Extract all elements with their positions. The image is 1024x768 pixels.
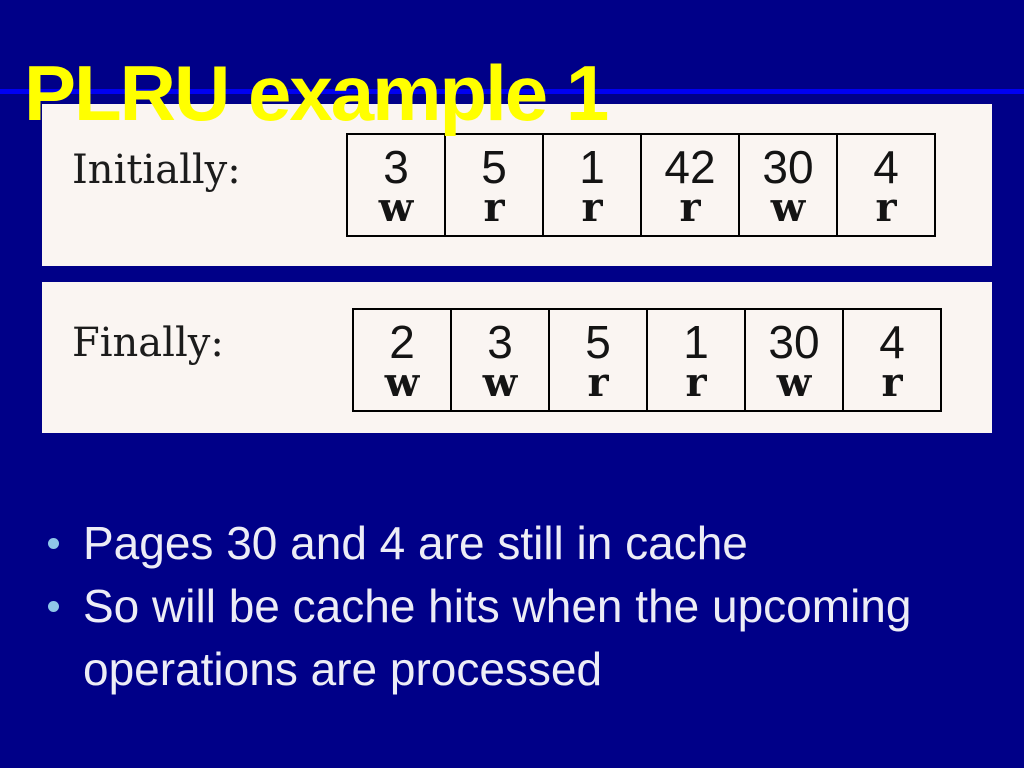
cache-cell: 42 r	[640, 133, 740, 237]
page-number: 3	[383, 141, 409, 193]
final-state-panel: Finally: 2 w 3 w 5 r 1 r 30 w 4 r	[42, 282, 992, 433]
page-number: 5	[481, 141, 507, 193]
cache-cell: 4 r	[842, 308, 942, 412]
bullet-text: So will be cache hits when the upcoming …	[83, 580, 912, 695]
cache-cell: 3 w	[346, 133, 446, 237]
list-item: Pages 30 and 4 are still in cache	[42, 512, 944, 575]
operation-letter: w	[384, 359, 420, 406]
page-number: 42	[664, 141, 716, 193]
page-number: 3	[487, 316, 513, 368]
final-state-label: Finally:	[72, 320, 224, 366]
initial-state-panel: Initially: 3 w 5 r 1 r 42 r 30 w 4 r	[42, 104, 992, 266]
cache-cell: 1 r	[542, 133, 642, 237]
bullet-text: Pages 30 and 4 are still in cache	[83, 517, 748, 569]
bullet-list: Pages 30 and 4 are still in cache So wil…	[42, 512, 944, 701]
cache-cell: 4 r	[836, 133, 936, 237]
operation-letter: r	[875, 184, 897, 231]
cache-cell: 30 w	[738, 133, 838, 237]
cache-cell: 3 w	[450, 308, 550, 412]
page-number: 30	[768, 316, 820, 368]
cache-cell: 2 w	[352, 308, 452, 412]
list-item: So will be cache hits when the upcoming …	[42, 575, 944, 701]
page-number: 2	[389, 316, 415, 368]
page-number: 1	[683, 316, 709, 368]
title-underline-rule	[0, 89, 1024, 94]
cache-cell: 5 r	[548, 308, 648, 412]
bullet-icon	[48, 538, 59, 549]
cache-cell: 30 w	[744, 308, 844, 412]
operation-letter: r	[581, 184, 603, 231]
page-number: 4	[873, 141, 899, 193]
operation-letter: r	[587, 359, 609, 406]
page-number: 4	[879, 316, 905, 368]
initial-cache-table: 3 w 5 r 1 r 42 r 30 w 4 r	[346, 133, 936, 237]
page-number: 1	[579, 141, 605, 193]
operation-letter: r	[679, 184, 701, 231]
page-number: 30	[762, 141, 814, 193]
operation-letter: w	[482, 359, 518, 406]
operation-letter: r	[881, 359, 903, 406]
operation-letter: w	[776, 359, 812, 406]
cache-cell: 1 r	[646, 308, 746, 412]
final-cache-table: 2 w 3 w 5 r 1 r 30 w 4 r	[352, 308, 942, 412]
initial-state-label: Initially:	[72, 147, 241, 193]
operation-letter: r	[483, 184, 505, 231]
page-title: PLRU example 1	[24, 49, 609, 138]
bullet-icon	[48, 601, 59, 612]
operation-letter: w	[770, 184, 806, 231]
page-number: 5	[585, 316, 611, 368]
operation-letter: r	[685, 359, 707, 406]
operation-letter: w	[378, 184, 414, 231]
cache-cell: 5 r	[444, 133, 544, 237]
